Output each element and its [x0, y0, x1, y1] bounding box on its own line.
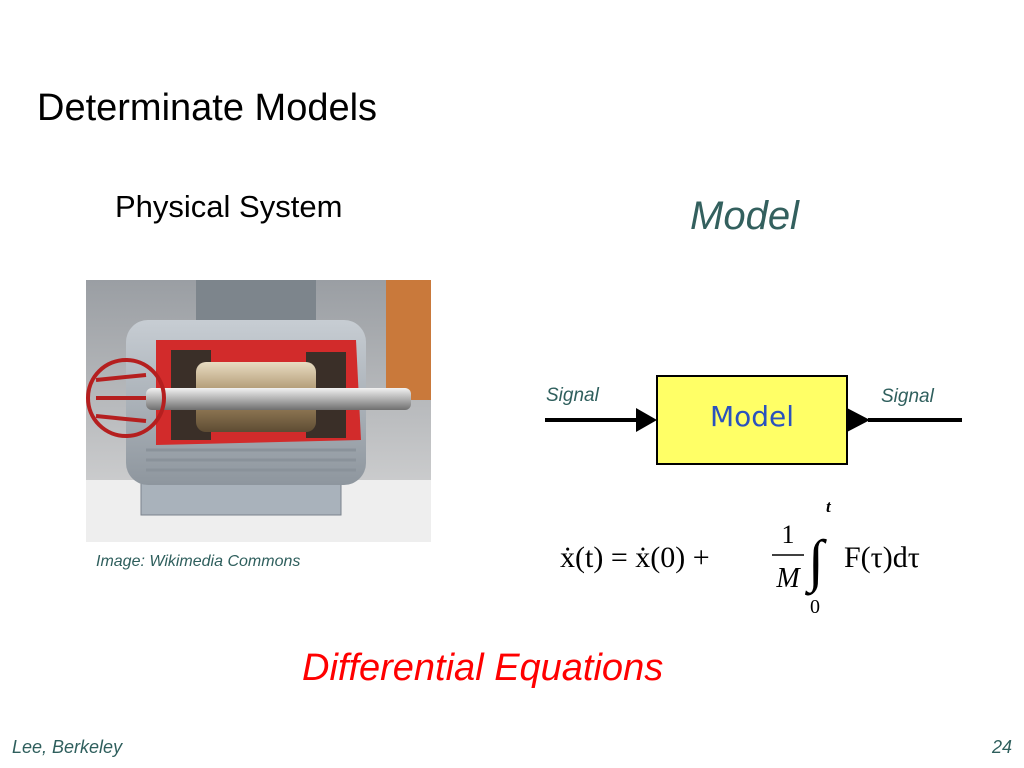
electric-motor-photo	[86, 280, 431, 542]
input-signal-label: Signal	[546, 385, 600, 406]
equation-lhs: ẋ(t) = ẋ(0) +	[560, 541, 710, 574]
fraction-numerator: 1	[782, 520, 795, 549]
model-heading: Model	[690, 194, 799, 238]
integral-upper-limit: t	[826, 497, 832, 516]
output-arrow-icon	[847, 408, 870, 432]
integrand: F(τ)dτ	[844, 541, 920, 574]
differential-equations-label: Differential Equations	[302, 647, 664, 689]
physical-system-heading: Physical System	[115, 189, 343, 224]
integral-lower-limit: 0	[810, 596, 820, 618]
model-block-label: Model	[710, 400, 794, 433]
output-signal-label: Signal	[881, 386, 935, 407]
model-block	[656, 375, 848, 465]
electric-motor-cutaway-icon	[86, 280, 431, 542]
differential-equation: ẋ(t) = ẋ(0) + 1 M ∫ t 0 F(τ)dτ	[560, 497, 920, 618]
page-number: 24	[991, 737, 1012, 757]
integral-sign: ∫	[804, 528, 827, 596]
image-caption: Image: Wikimedia Commons	[96, 553, 301, 570]
footer-author: Lee, Berkeley	[12, 737, 123, 757]
slide-title: Determinate Models	[37, 87, 378, 129]
model-block-diagram: Signal Signal Model	[545, 375, 962, 465]
fraction-denominator: M	[775, 563, 801, 594]
input-arrow-icon	[636, 408, 657, 432]
